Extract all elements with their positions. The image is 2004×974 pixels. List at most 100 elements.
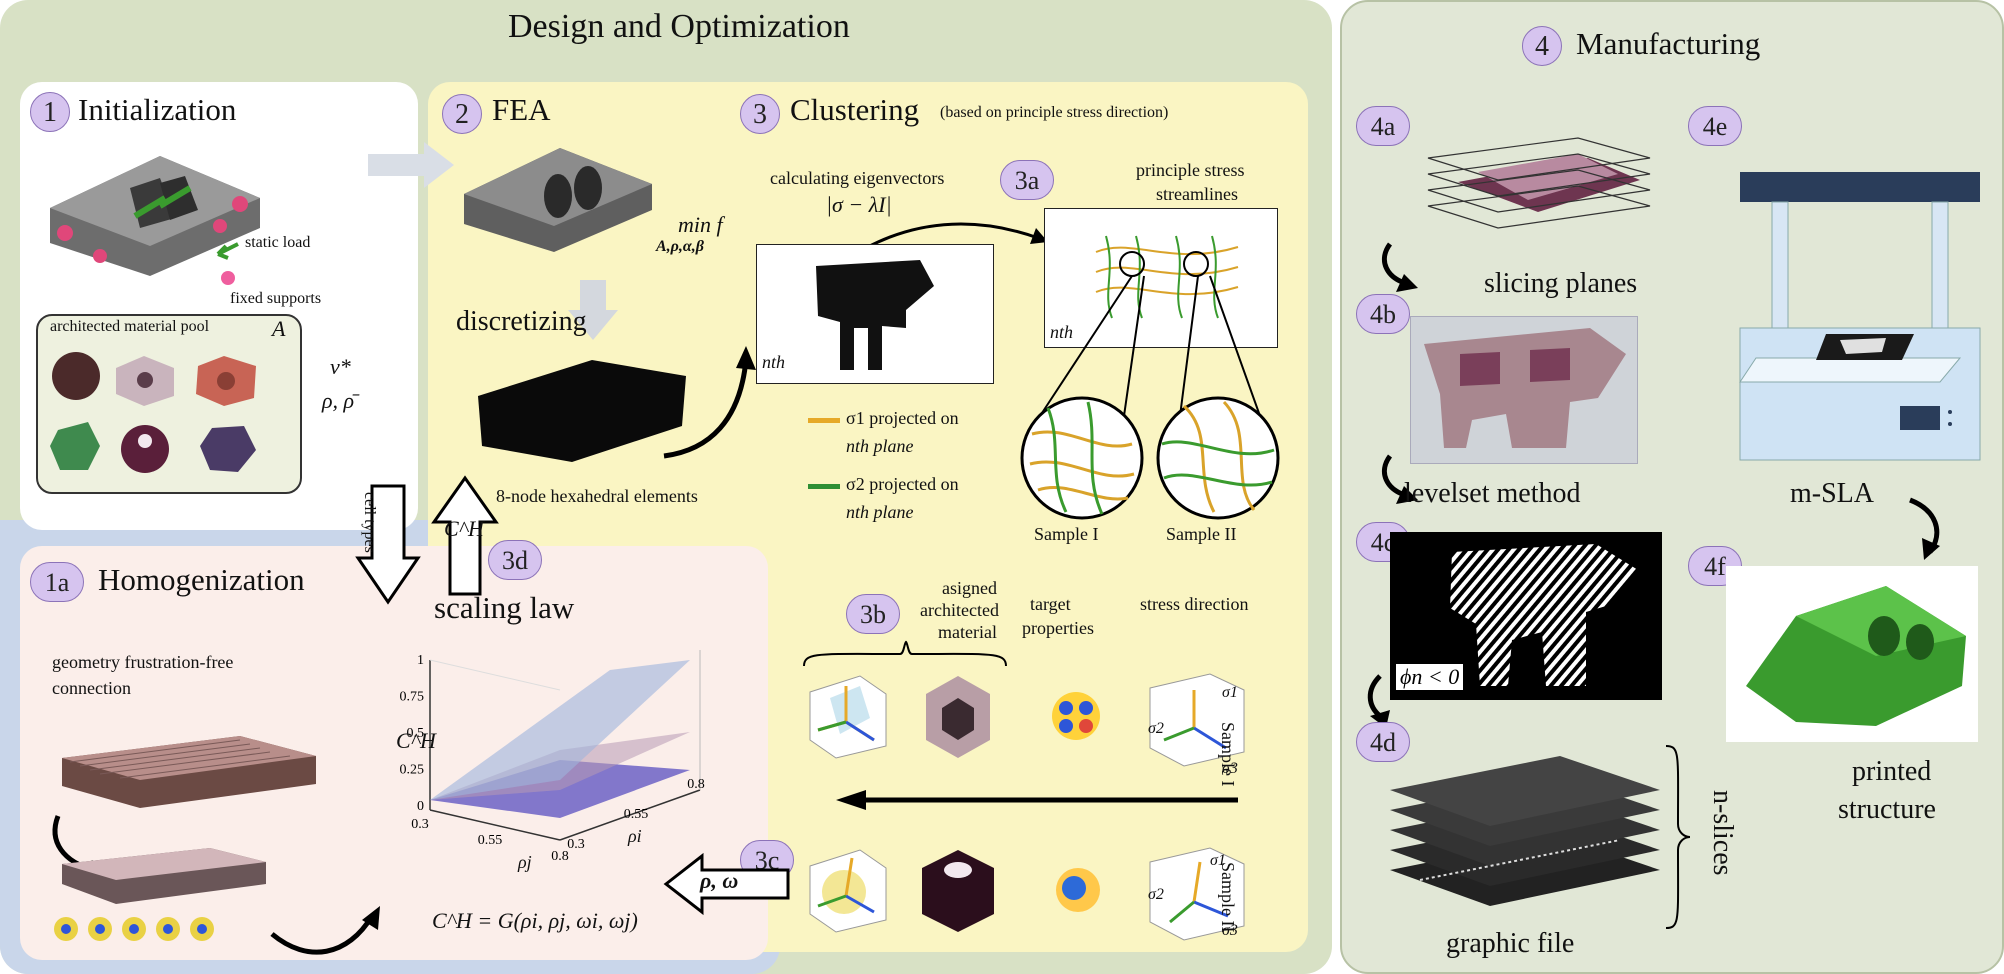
stress-direction-label: stress direction [1140, 594, 1249, 614]
phi-label: ϕn < 0 [1396, 664, 1464, 690]
sample-2-label: Sample II [1166, 524, 1237, 544]
xi-tick-label: 0.3 [567, 837, 585, 852]
xj-tick-label: 0.3 [411, 817, 429, 832]
plot-axes [429, 650, 701, 841]
slicing-planes-icon [1427, 137, 1651, 229]
sample-1-sigma3: σ3 [1222, 760, 1238, 777]
xj-tick-label: 0.8 [551, 849, 569, 864]
sample-1-orientation-cube [809, 675, 887, 759]
step-4e-badge: 4e [1688, 106, 1742, 146]
sigma1-legend-line1: σ1 projected on [846, 408, 959, 428]
material-pool-symbol: A [272, 316, 286, 341]
sigma2-legend-line2: nth plane [846, 502, 914, 522]
assigned-label-line3: material [938, 622, 997, 642]
y-tick-label: 0.25 [400, 763, 425, 778]
n-slices-label: n-slices [1707, 790, 1738, 876]
sample-1-material-cell [926, 676, 990, 758]
streamlines-frame [1044, 208, 1278, 348]
xj-tick-label: 0.55 [478, 833, 503, 848]
part-model-icon [50, 156, 260, 276]
arrow-init-to-fea [368, 142, 454, 188]
manufacturing-title: Manufacturing [1576, 26, 1761, 61]
step-3a-badge: 3a [1000, 160, 1054, 200]
step-3-badge: 3 [740, 94, 780, 134]
initialization-title: Initialization [78, 92, 237, 127]
curve-arrow-4e-4f [1909, 497, 1940, 560]
sigma1-legend-swatch [808, 418, 840, 423]
sigma2-legend-swatch [808, 484, 840, 489]
zoom-lines [1039, 275, 1261, 417]
sample-2-material-cell [922, 850, 994, 932]
sample-2-sigma2: σ2 [1148, 886, 1164, 903]
scaling-law-plot: 10.750.50.250 0.30.550.8 0.30.550.8 [400, 650, 705, 864]
phi-slice-pattern [1450, 544, 1638, 686]
lattice-layer-icon [62, 848, 266, 904]
target-properties-label-line2: properties [1022, 618, 1094, 638]
sample-1-zoom-circle [1020, 396, 1144, 520]
assigned-brace [803, 640, 1007, 667]
step-1-badge: 1 [30, 92, 70, 132]
target-property-spheres [54, 917, 214, 941]
scaling-law-label: scaling law [434, 590, 575, 625]
sigma1-legend-line2: nth plane [846, 436, 914, 456]
plot-ylabel: C^H [396, 728, 436, 753]
homogenization-title: Homogenization [98, 562, 305, 597]
step-3b-badge: 3b [846, 594, 900, 634]
printed-structure-icon [1746, 586, 1966, 726]
scaling-equation: C^H = G(ρi, ρj, ωi, ωj) [432, 908, 638, 933]
printed-structure-label-line1: printed [1852, 756, 1932, 787]
surface-high [430, 660, 690, 800]
eigenvectors-label-line1: calculating eigenvectors [770, 168, 945, 188]
step-4-badge: 4 [1522, 26, 1562, 66]
sample-1-target-property [1052, 692, 1100, 740]
streamlines-label-line2: streamlines [1156, 184, 1238, 204]
nth-label-slice: nth [762, 352, 786, 372]
xj-tick-labels: 0.3 0.55 0.8 [411, 817, 569, 864]
nth-label-streamlines: nth [1050, 322, 1074, 342]
sample-1-vertical-label: Sample I [1218, 722, 1238, 787]
arrow-ch-up [431, 475, 499, 596]
static-load-arrow-icon [216, 242, 239, 260]
design-panel-title: Design and Optimization [508, 8, 850, 45]
step-4a-badge: 4a [1356, 106, 1410, 146]
sigma2-legend-line1: σ2 projected on [846, 474, 959, 494]
step-3d-badge: 3d [488, 540, 542, 580]
material-cells-icon [50, 352, 256, 473]
geometry-label-line1: geometry frustration-free [52, 652, 234, 672]
min-f-subscript: A,ρ,α,β [656, 238, 704, 255]
step-4b-badge: 4b [1356, 294, 1410, 334]
levelset-shape [1424, 328, 1626, 448]
sample-2-zoom-circle [1156, 396, 1280, 520]
m-sla-label: m-SLA [1790, 478, 1874, 509]
curve-arrow-4b-4c [1382, 454, 1418, 504]
geometry-label-line2: connection [52, 678, 131, 698]
step-2-badge: 2 [442, 94, 482, 134]
sample-2-target-property [1056, 868, 1100, 912]
hex-elements-label: 8-node hexahedral elements [496, 486, 698, 506]
step-1a-badge: 1a [30, 562, 84, 602]
sample-2-orientation-cube [809, 849, 887, 933]
lattice-stack-icon [62, 736, 316, 808]
sample-1-sigma2: σ2 [1148, 720, 1164, 737]
y-tick-label: 0.5 [407, 726, 425, 741]
slicing-planes-label: slicing planes [1484, 268, 1638, 299]
xi-tick-label: 0.55 [624, 807, 649, 822]
ch-arrow-label: C^H [444, 516, 484, 541]
material-pool-label: architected material pool [50, 318, 210, 335]
curve-arrow-4a-4b [1382, 242, 1418, 292]
plot-xlabel-j: ρj [518, 852, 532, 872]
static-load-label: static load [245, 234, 311, 251]
clustering-title: Clustering [790, 92, 920, 127]
fea-part-icon [464, 148, 652, 252]
n-slices-stack-icon [1390, 756, 1660, 906]
arrow-3b-to-3c [836, 790, 1238, 810]
step-4d-badge: 4d [1356, 722, 1410, 762]
discretizing-label: discretizing [456, 306, 587, 337]
xi-tick-label: 0.8 [687, 777, 705, 792]
assigned-label-line2: architected [920, 600, 999, 620]
levelset-label: levelset method [1404, 478, 1581, 509]
sample-2-sigma1: σ1 [1210, 852, 1226, 869]
sample-1-sigma1: σ1 [1222, 684, 1238, 701]
arrow-down-discretize [568, 280, 618, 340]
fea-title: FEA [492, 92, 551, 127]
